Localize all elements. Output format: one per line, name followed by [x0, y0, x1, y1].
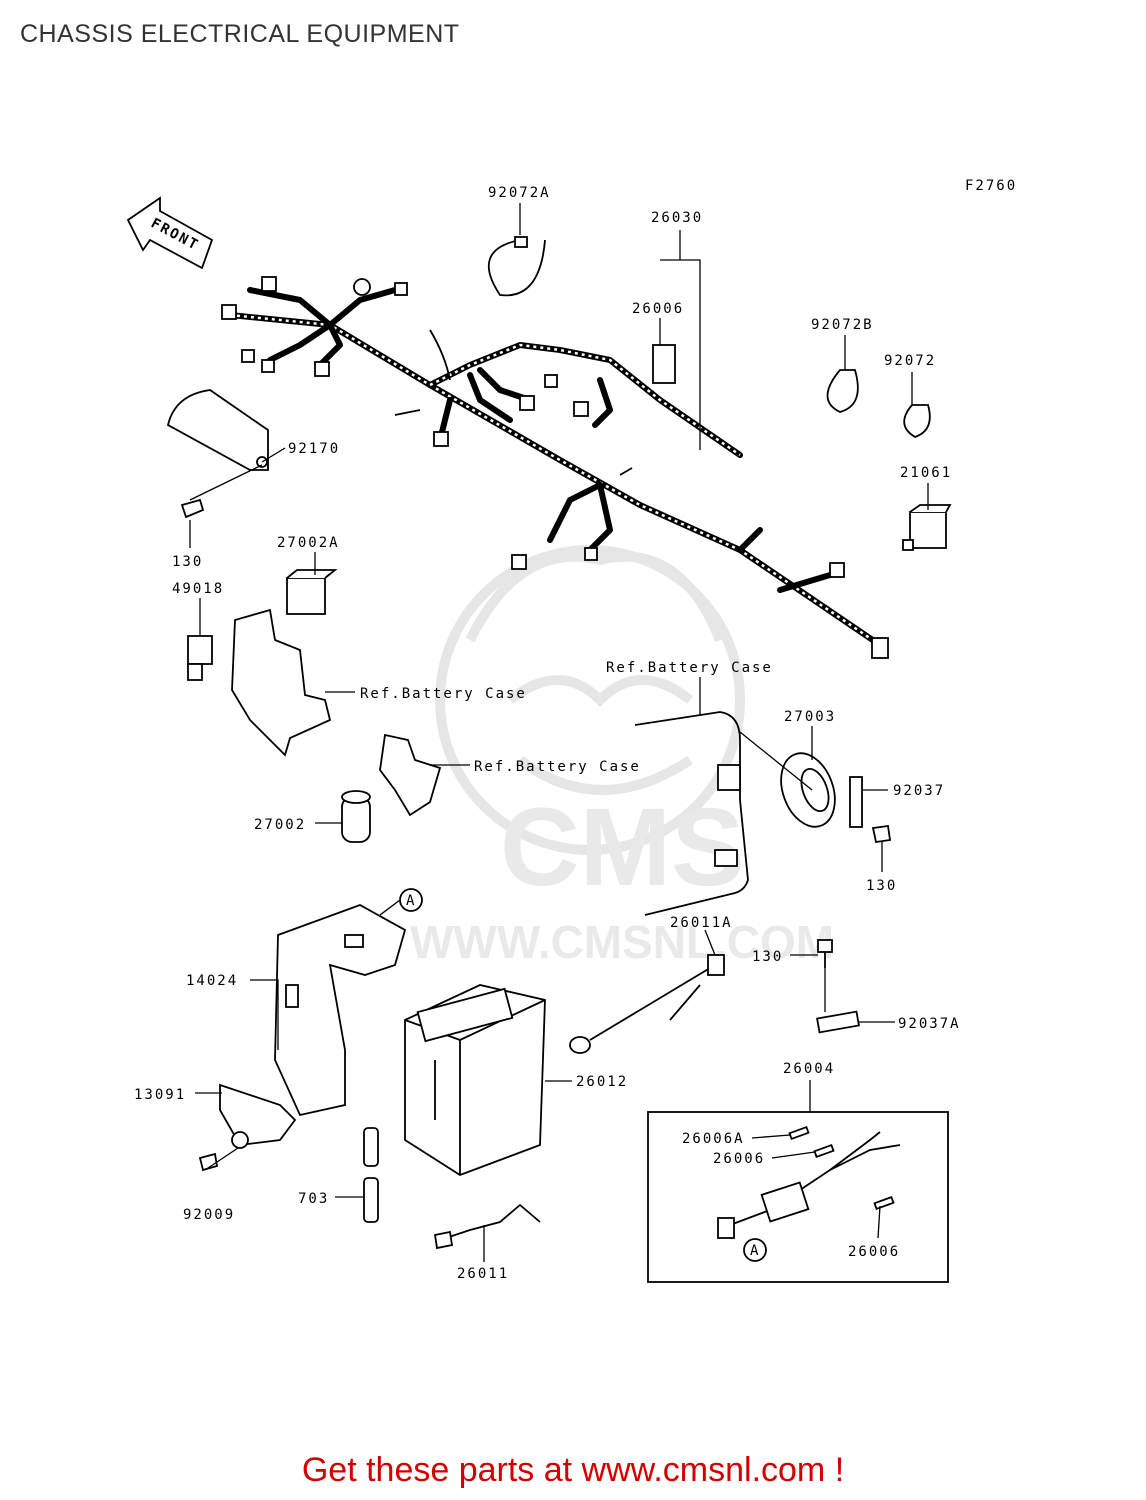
- bracket-ref-battery-case-2: [379, 733, 442, 817]
- label-ref-battery-case-middle: Ref.Battery Case: [474, 759, 641, 775]
- label-92170: 92170: [288, 441, 340, 457]
- relay-27002a: [286, 569, 338, 615]
- label-26011a: 26011A: [670, 915, 733, 931]
- lead-26011a: [569, 954, 725, 1054]
- tie-band-92072: [903, 404, 931, 438]
- battery-26012: [404, 984, 546, 1177]
- wire-harness-26030: [221, 276, 889, 659]
- label-92037a: 92037A: [898, 1016, 961, 1032]
- watermark-logo: CMS: [500, 786, 744, 909]
- label-27003: 27003: [784, 709, 836, 725]
- label-27002a: 27002A: [277, 535, 340, 551]
- battery-case-frame: [634, 711, 749, 916]
- bolt-130-lower: [817, 939, 833, 968]
- leader-lines: [189, 203, 929, 1262]
- label-92009: 92009: [183, 1207, 235, 1223]
- label-49018: 49018: [172, 581, 224, 597]
- label-13091: 13091: [134, 1087, 186, 1103]
- label-130-lower: 130: [752, 949, 783, 965]
- relay-27002: [341, 790, 371, 843]
- battery-cover-14024: [274, 904, 407, 1117]
- label-ref-battery-case-left: Ref.Battery Case: [360, 686, 527, 702]
- label-92072b: 92072B: [811, 317, 874, 333]
- plate-92037a: [816, 1010, 860, 1034]
- tie-band-92072a: [487, 239, 546, 297]
- svg-text:A: A: [750, 1243, 760, 1259]
- label-26030: 26030: [651, 210, 703, 226]
- tie-band-92072b: [826, 369, 859, 413]
- callout-a-top: A: [399, 888, 423, 912]
- label-703: 703: [298, 1191, 329, 1207]
- label-92072: 92072: [884, 353, 936, 369]
- watermark-url: WWW.CMSNL.COM: [410, 916, 834, 968]
- label-21061: 21061: [900, 465, 952, 481]
- front-arrow: FRONT: [126, 196, 214, 270]
- bracket-ref-battery-case: [231, 608, 332, 757]
- lead-26011: [433, 1203, 541, 1250]
- wire-lead-kit-26004: [647, 1111, 949, 1283]
- label-14024: 14024: [186, 973, 238, 989]
- relay-21061: [902, 504, 952, 551]
- tube-703: [363, 1127, 379, 1223]
- cms-watermark: CMS WWW.CMSNL.COM: [410, 545, 834, 968]
- cover-92170: [166, 389, 269, 519]
- relay-49018: [187, 635, 213, 681]
- label-130-upper: 130: [172, 554, 203, 570]
- label-26006-kit-b: 26006: [848, 1244, 900, 1260]
- label-130-horn: 130: [866, 878, 897, 894]
- parts-diagram: CMS WWW.CMSNL.COM FRONT F2760: [126, 178, 1017, 1283]
- label-ref-battery-case-right: Ref.Battery Case: [606, 660, 773, 676]
- part-labels: 92072A 26030 26006 92072B 92072 21061 92…: [134, 185, 961, 1282]
- label-92072a: 92072A: [488, 185, 551, 201]
- label-26004: 26004: [783, 1061, 835, 1077]
- page-title: CHASSIS ELECTRICAL EQUIPMENT: [20, 20, 460, 48]
- label-26006a: 26006A: [682, 1131, 745, 1147]
- label-92037: 92037: [893, 783, 945, 799]
- bracket-13091: [198, 1083, 297, 1172]
- figure-code: F2760: [965, 178, 1017, 194]
- horn-27003: [780, 752, 892, 844]
- callout-a-bottom: A: [743, 1238, 767, 1262]
- label-26011: 26011: [457, 1266, 509, 1282]
- svg-text:A: A: [406, 893, 416, 909]
- footer-link[interactable]: Get these parts at www.cmsnl.com !: [301, 1451, 845, 1489]
- label-27002: 27002: [254, 817, 306, 833]
- label-26006-kit-a: 26006: [713, 1151, 765, 1167]
- label-26012: 26012: [576, 1074, 628, 1090]
- label-26006: 26006: [632, 301, 684, 317]
